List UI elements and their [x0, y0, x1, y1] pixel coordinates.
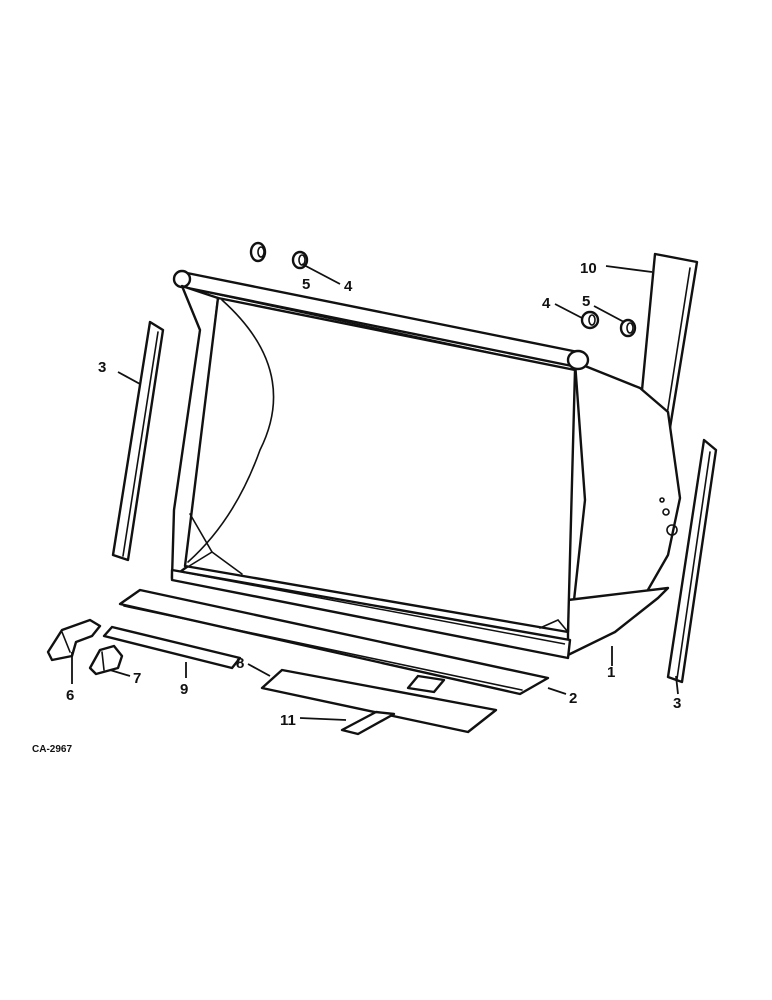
callout-1: 1	[607, 664, 615, 681]
part-3-side-strip-right	[666, 438, 718, 684]
part-2-cutting-edge	[118, 588, 550, 696]
part-6-tooth	[46, 618, 102, 662]
callout-11: 11	[280, 712, 296, 729]
callout-8: 8	[236, 655, 244, 672]
part-5-bushing-right	[619, 318, 637, 338]
callout-2: 2	[569, 690, 577, 707]
part-5-bushing-top	[249, 241, 267, 263]
callout-4-right: 4	[542, 295, 551, 312]
callout-6: 6	[66, 687, 74, 704]
drawing-number: CA-2967	[32, 744, 72, 755]
part-3-side-strip-left	[111, 320, 165, 562]
part-1-bucket	[170, 269, 682, 660]
callout-9: 9	[180, 681, 188, 698]
part-4-bushing-right	[580, 310, 600, 330]
part-7-tooth-adapter	[88, 644, 124, 676]
callout-10: 10	[580, 260, 597, 277]
part-9-plate	[102, 625, 242, 670]
callout-3-left: 3	[98, 359, 106, 376]
callout-3-right: 3	[673, 695, 681, 712]
callout-5-right: 5	[582, 293, 590, 310]
callout-7: 7	[133, 670, 141, 687]
leader-lines	[71, 263, 679, 721]
part-11-strip	[340, 710, 396, 736]
part-8-edge-plate	[260, 668, 498, 734]
callout-5-top: 5	[302, 276, 310, 293]
callout-4-top: 4	[344, 278, 353, 295]
